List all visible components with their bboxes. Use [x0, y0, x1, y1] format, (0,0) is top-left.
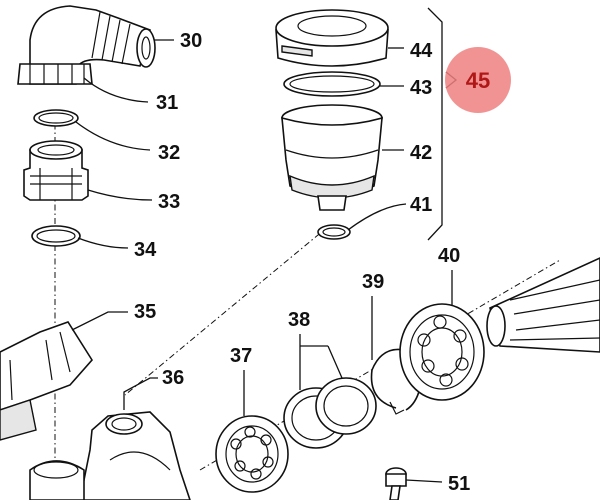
threaded-nipple — [23, 140, 89, 201]
label-35: 35 — [134, 301, 156, 323]
assembly-bracket — [427, 7, 443, 241]
assembly-badge-label: 45 — [466, 68, 490, 93]
cap-44 — [275, 9, 389, 67]
bearing-40 — [399, 303, 485, 401]
pump-body-36 — [29, 411, 191, 500]
valve-housing-35 — [0, 321, 93, 441]
label-38: 38 — [288, 309, 310, 331]
splined-shaft — [486, 257, 600, 353]
assembly-badge[interactable]: 45 — [445, 47, 511, 113]
screw-51 — [385, 467, 407, 500]
label-40: 40 — [438, 245, 460, 267]
label-41: 41 — [410, 194, 432, 216]
label-43: 43 — [410, 77, 432, 99]
label-37: 37 — [230, 345, 252, 367]
leader-lines — [71, 39, 453, 483]
seal-rings-38 — [283, 377, 377, 449]
label-36: 36 — [162, 367, 184, 389]
o-ring-41 — [317, 224, 351, 240]
label-51: 51 — [448, 473, 470, 495]
o-ring-34 — [31, 225, 81, 247]
label-42: 42 — [410, 142, 432, 164]
label-33: 33 — [158, 191, 180, 213]
label-31: 31 — [156, 92, 178, 114]
label-39: 39 — [362, 271, 384, 293]
assembly-badge-circle — [445, 47, 511, 113]
o-ring-43 — [283, 71, 381, 97]
bearing-37 — [215, 415, 289, 493]
part-labels: 30 31 32 33 34 35 36 37 38 39 40 41 42 4… — [134, 30, 470, 495]
o-ring-32 — [33, 109, 79, 127]
label-44: 44 — [410, 40, 433, 62]
label-30: 30 — [180, 30, 202, 52]
cartridge-42 — [281, 104, 383, 211]
union-nut — [17, 63, 93, 85]
label-34: 34 — [134, 239, 157, 261]
label-32: 32 — [158, 142, 180, 164]
